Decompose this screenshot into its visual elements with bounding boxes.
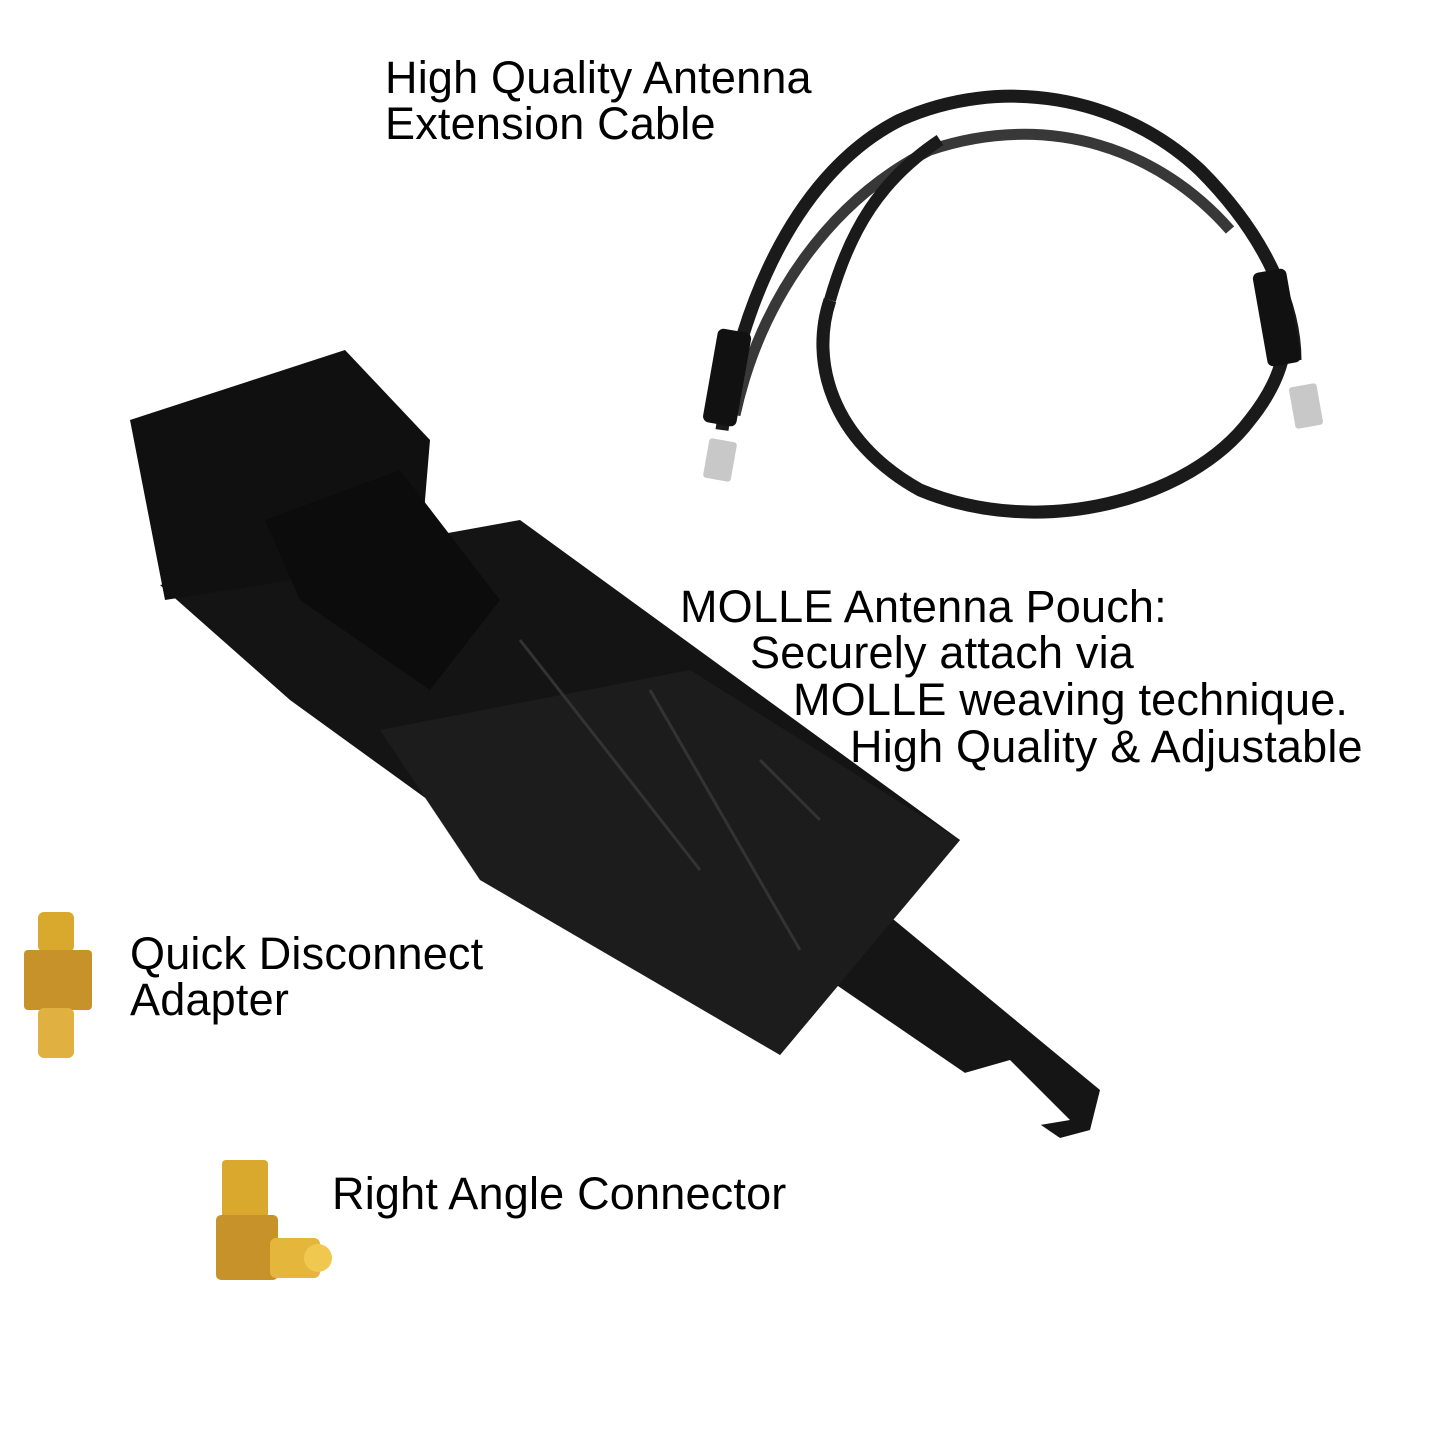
cable-label-line2: Extension Cable <box>385 98 716 149</box>
boot-right <box>1252 268 1301 367</box>
right-angle-connector <box>216 1160 332 1280</box>
boot-left <box>703 328 752 427</box>
cable-label-line1: High Quality Antenna <box>385 52 812 103</box>
sma-connector-right <box>1289 383 1323 429</box>
adapter-label-line1: Quick Disconnect <box>130 928 484 979</box>
pouch-label-line3: MOLLE weaving technique. <box>793 674 1349 725</box>
adapter-label-line2: Adapter <box>130 974 290 1025</box>
molle-pouch <box>130 350 1100 1138</box>
right-angle-label: Right Angle Connector <box>332 1168 787 1219</box>
extension-cable <box>703 89 1323 519</box>
quick-disconnect-adapter <box>24 912 92 1058</box>
pouch-label-line1: MOLLE Antenna Pouch: <box>680 581 1167 632</box>
pouch-label-line4: High Quality & Adjustable <box>850 721 1363 772</box>
pouch-label-line2: Securely attach via <box>750 627 1134 678</box>
sma-connector-left <box>703 438 737 482</box>
